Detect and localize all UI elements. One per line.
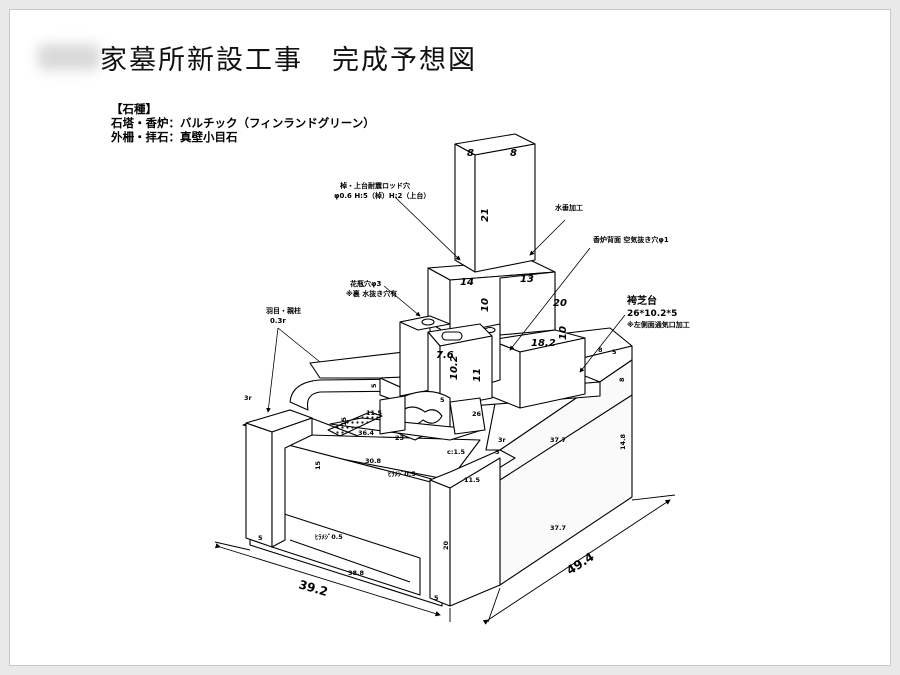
dim-3r-b: 3r	[498, 436, 507, 444]
dim-8a: 8	[467, 148, 474, 159]
dim-30-8: 30.8	[365, 457, 382, 465]
dim-37-7a: 37.7	[550, 436, 566, 444]
mizubachi	[449, 397, 486, 435]
dim-21: 21	[480, 208, 491, 222]
pillar-left-front	[245, 422, 273, 548]
dim-11: 11	[472, 368, 483, 382]
spec-line-fence: 外柵・拝石：真壁小目石	[111, 130, 238, 144]
dim-13: 13	[520, 274, 534, 285]
dim-10-2: 10.2	[449, 355, 460, 380]
gravel-area	[327, 411, 383, 437]
annotation-water-edge: 水垂加工	[555, 203, 583, 212]
dim-15a: 15	[314, 460, 322, 470]
spec-heading: 【石種】	[111, 102, 157, 116]
dim-5a: 5	[370, 383, 378, 388]
annotation-rod-hole-2: φ0.6 H:5（棹）H:2（上台）	[334, 191, 430, 200]
annotation-edge-pillar-2: 0.3r	[270, 317, 286, 325]
sao-right	[474, 143, 536, 273]
middle-block-left-side	[439, 335, 493, 409]
annotation-base-vent: ※左側面通気口加工	[627, 320, 690, 329]
dim-14-8: 14.8	[619, 433, 627, 450]
dim-8b: 8	[510, 148, 517, 159]
dim-5c: 5	[258, 534, 263, 542]
annotation-hirameji-1: ﾋﾗﾒｼﾞ0.5	[388, 469, 416, 478]
dim-8c: 8	[618, 377, 626, 382]
annotation-base-name: 袴芝台	[626, 294, 657, 307]
annotation-incense-vent: 香炉背面 空気抜き穴φ1	[592, 235, 669, 244]
sao-front	[454, 143, 476, 273]
dim-5d: 5	[434, 594, 439, 602]
dim-5f: 5	[612, 348, 617, 356]
dim-8d: 8	[598, 346, 603, 354]
blurred-logo	[38, 44, 100, 70]
dim-26: 26	[472, 410, 482, 418]
dim-15b: 15	[340, 416, 348, 426]
hakama-right	[519, 337, 586, 409]
annotation-rod-hole-1: 棹・上台耐震ロッド穴	[340, 181, 410, 190]
dim-37-7b: 37.7	[550, 524, 566, 532]
dim-23: 23	[395, 434, 404, 442]
dim-10b: 10	[558, 326, 569, 340]
dim-c1-5: c:1.5	[447, 448, 465, 456]
dim-39-2: 39.2	[297, 577, 329, 599]
dim-38-8: 38.8	[348, 569, 365, 577]
dim-7-6: 7.6	[436, 350, 454, 361]
dim-20b: 20	[442, 540, 450, 550]
dim-49-4: 49.4	[564, 550, 596, 578]
spec-line-tower: 石塔・香炉：バルチック（フィンランドグリーン）	[111, 116, 375, 130]
dim-18-2: 18.2	[531, 338, 556, 349]
drawing-sheet: 家墓所新設工事 完成予想図 【石種】 石塔・香炉：バルチック（フィンランドグリー…	[9, 9, 891, 666]
dim-36-4: 36.4	[358, 429, 375, 437]
dim-20: 20	[553, 298, 567, 309]
stone-type-spec: 【石種】 石塔・香炉：バルチック（フィンランドグリーン） 外柵・拝石：真壁小目石	[111, 102, 375, 144]
dim-10a: 10	[480, 298, 491, 312]
annotation-hirameji-2: ﾋﾗﾒｼﾞ0.5	[315, 532, 343, 541]
dim-11-5a: 11.5	[366, 409, 383, 417]
upper-base-right-face	[499, 271, 556, 336]
dim-11-5b: 11.5	[464, 476, 481, 484]
page-title: 家墓所新設工事 完成予想図	[100, 45, 477, 76]
dim-5e: 5	[495, 448, 500, 456]
annotation-flower-hole-1: 花瓶穴φ3	[350, 279, 381, 288]
annotation-flower-hole-2: ※裏 水抜き穴有	[346, 289, 397, 298]
annotation-base-size: 26*10.2*5	[627, 309, 677, 319]
isometric-drawing: 棹・上台耐震ロッド穴 φ0.6 H:5（棹）H:2（上台） 水垂加工 香炉背面 …	[214, 133, 690, 625]
dim-14: 14	[460, 277, 474, 288]
dim-5b: 5	[440, 396, 445, 404]
rod-step	[379, 395, 406, 435]
dim-3r-a: 3r	[244, 394, 253, 402]
annotation-edge-pillar-1: 羽目・親柱	[266, 306, 301, 315]
